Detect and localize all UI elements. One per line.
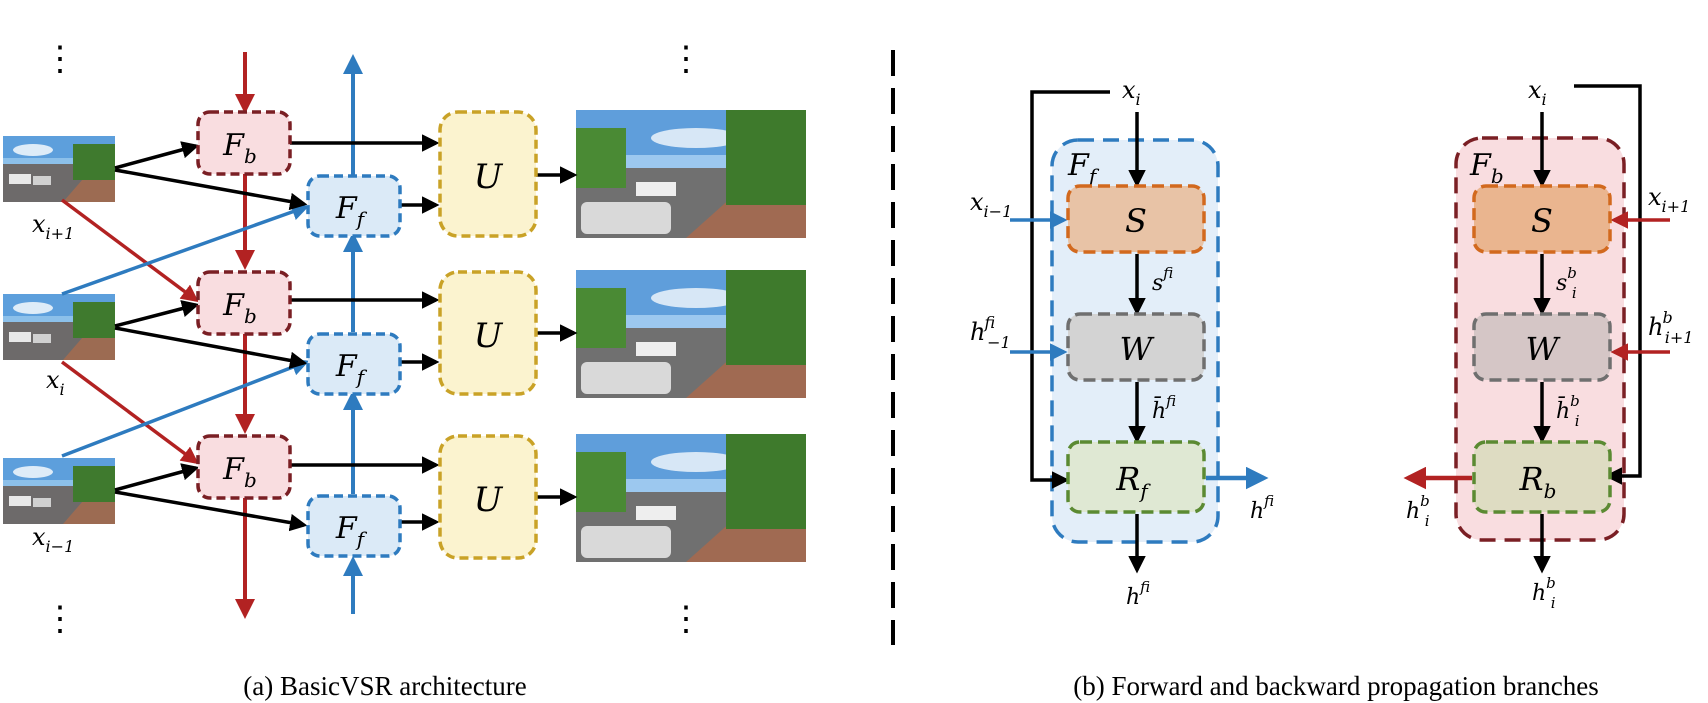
- forward-branch: Ff xi xi−1 hfi−1 S sfi W h̄fi: [970, 76, 1274, 610]
- ellipsis-top-right: ⋮: [669, 39, 703, 79]
- svg-text:Fb: Fb: [222, 288, 257, 328]
- output-frame-1: [576, 110, 806, 238]
- blue-diag-1: [61, 203, 310, 296]
- svg-text:W: W: [1120, 330, 1156, 368]
- backward-container-label: Fb: [1469, 148, 1504, 188]
- svg-text:S: S: [1125, 202, 1147, 240]
- black-in-3-fb: [114, 463, 200, 492]
- forward-side-input-1: xi−1: [970, 188, 1012, 221]
- ellipsis-top-left: ⋮: [43, 39, 77, 79]
- output-frame-3: [576, 434, 806, 562]
- upsample-module-2: U: [438, 270, 538, 396]
- black-in-1-fb: [114, 141, 200, 170]
- forward-module-2: Ff: [306, 332, 402, 396]
- forward-flow-label: sfi: [1152, 264, 1173, 296]
- forward-spynet: S: [1066, 184, 1206, 254]
- svg-text:Fb: Fb: [222, 128, 257, 168]
- red-diag-2: [60, 360, 199, 465]
- black-in-1-ff: [114, 168, 308, 211]
- svg-text:Rb: Rb: [1519, 460, 1557, 503]
- backward-warp: W: [1472, 312, 1612, 382]
- red-diag-1: [60, 198, 199, 303]
- forward-output-right: hfi: [1250, 492, 1274, 524]
- caption-right: (b) Forward and backward propagation bra…: [1073, 671, 1599, 701]
- forward-bypass: [1030, 90, 1110, 489]
- upsample-module-1: U: [438, 110, 538, 238]
- left-panel: ⋮ ⋮ ⋮ ⋮ xi+1 xi xi−1: [3, 39, 806, 701]
- forward-module-3: Ff: [306, 494, 402, 558]
- backward-bypass: [1574, 84, 1642, 485]
- right-panel: Ff xi xi−1 hfi−1 S sfi W h̄fi: [970, 76, 1693, 701]
- backward-residual: Rb: [1472, 440, 1612, 514]
- svg-text:S: S: [1531, 202, 1553, 240]
- caption-left: (a) BasicVSR architecture: [243, 671, 526, 701]
- output-frame-2: [576, 270, 806, 398]
- ellipsis-bottom-left: ⋮: [43, 599, 77, 639]
- forward-residual: Rf: [1066, 440, 1206, 514]
- backward-side-input-1: xi+1: [1648, 183, 1690, 216]
- svg-text:Fb: Fb: [222, 452, 257, 492]
- forward-output-bottom: hfi: [1126, 578, 1150, 610]
- svg-text:U: U: [474, 316, 504, 356]
- input-label-i: xi: [46, 366, 65, 399]
- backward-module-3: Fb: [196, 434, 292, 500]
- ellipsis-bottom-right: ⋮: [669, 599, 703, 639]
- svg-text:U: U: [474, 480, 504, 520]
- forward-warped-label: h̄fi: [1152, 392, 1176, 424]
- svg-text:W: W: [1526, 330, 1562, 368]
- input-label-i-plus-1: xi+1: [32, 210, 74, 243]
- black-in-3-ff: [114, 490, 308, 532]
- svg-text:U: U: [474, 157, 504, 197]
- input-label-i-minus-1: xi−1: [32, 523, 74, 556]
- backward-spynet: S: [1472, 184, 1612, 254]
- input-frame-i-plus-1: [3, 136, 115, 202]
- input-frame-i: [3, 294, 115, 360]
- input-frame-i-minus-1: [3, 458, 115, 524]
- backward-module-1: Fb: [196, 110, 292, 176]
- blue-diag-2: [61, 358, 310, 458]
- forward-warp: W: [1066, 312, 1206, 382]
- backward-module-2: Fb: [196, 270, 292, 336]
- black-in-2-fb: [114, 300, 200, 328]
- forward-module-1: Ff: [306, 174, 402, 238]
- black-in-2-ff: [114, 326, 308, 370]
- upsample-module-3: U: [438, 434, 538, 560]
- backward-input-top: xi: [1528, 76, 1547, 109]
- forward-input-top: xi: [1122, 76, 1141, 109]
